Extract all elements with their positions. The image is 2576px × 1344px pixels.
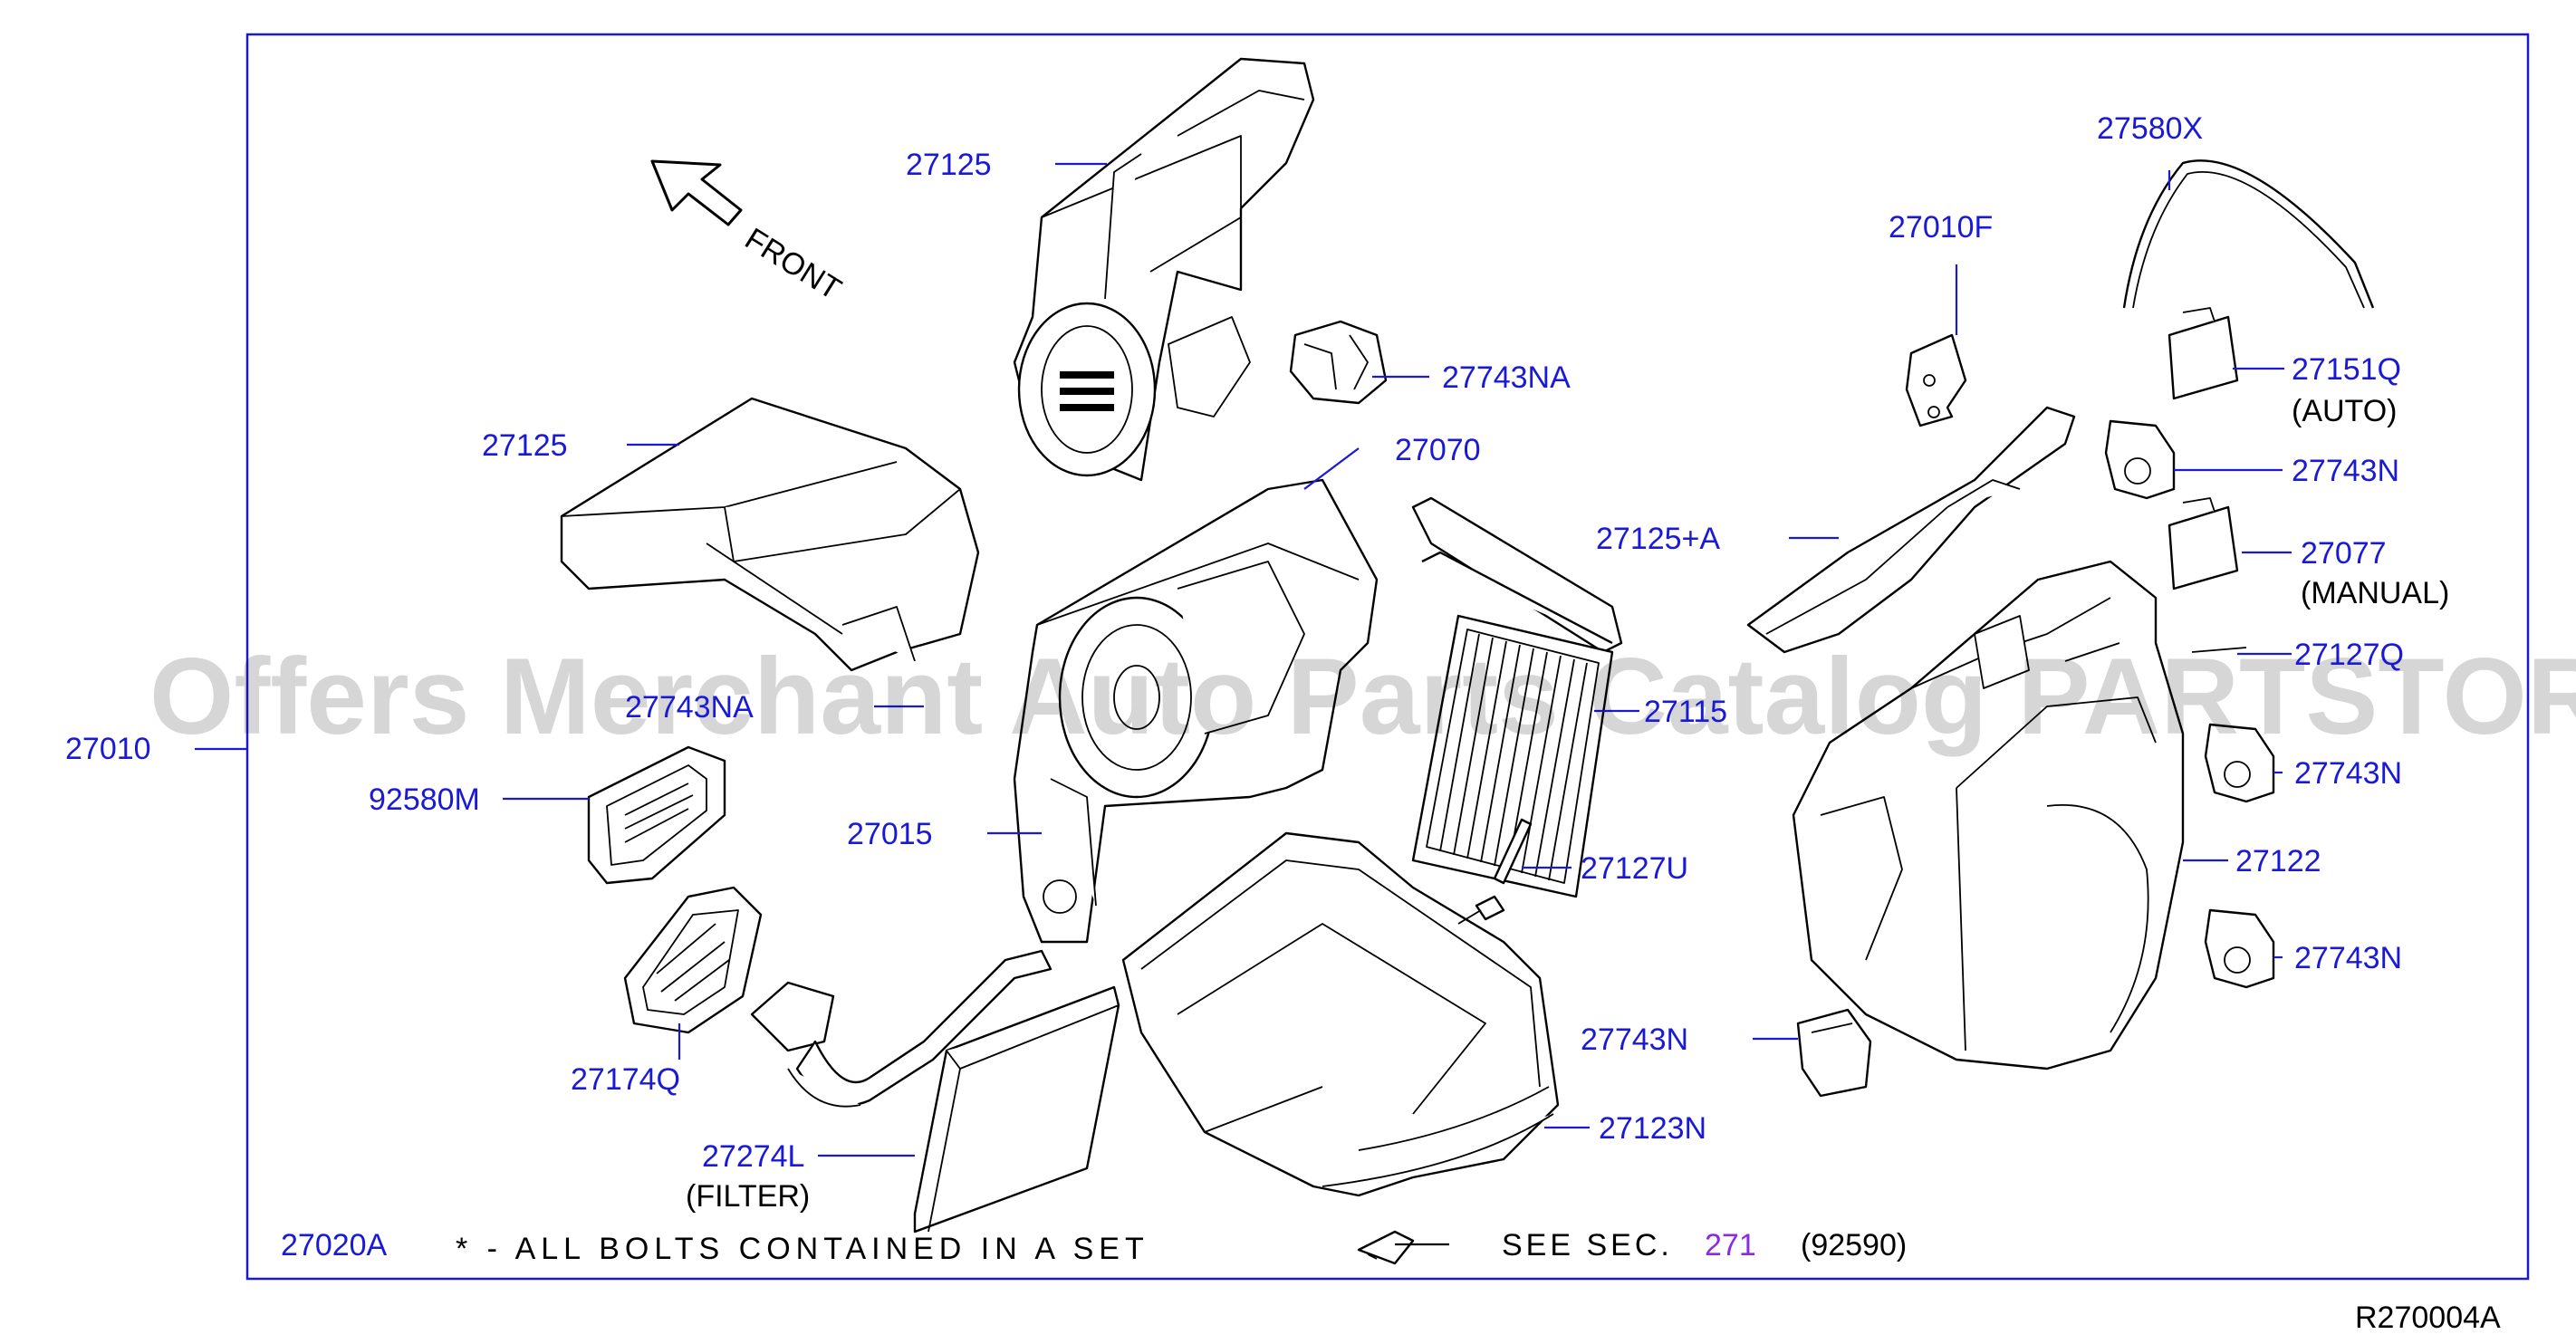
sensor-27077-drawing [2167,497,2239,590]
diagram-frame [245,33,2530,1281]
diagram-code: R270004A [2355,1301,2501,1335]
sensor-27151Q-drawing [2167,307,2239,400]
actuator-27743N-lower-drawing [1796,1008,1872,1098]
front-label: FRONT [739,222,847,307]
part-label-27077[interactable]: 27077 [2301,536,2387,571]
duct-27125-left-drawing [560,397,980,672]
grille-92580M-drawing [587,745,726,885]
part-label-27125-left[interactable]: 27125 [482,428,568,463]
harness-tube-drawing [750,949,1053,1108]
part-label-27010[interactable]: 27010 [65,732,151,766]
part-label-27743N-3[interactable]: 27743N [2294,941,2402,975]
part-label-27122[interactable]: 27122 [2235,844,2321,878]
part-label-27174Q[interactable]: 27174Q [571,1062,680,1097]
bolts-note: * - ALL BOLTS CONTAINED IN A SET [456,1232,1149,1266]
watermark: Offers Merchant Auto Parts Catalog PARTS… [149,636,2576,757]
clip-27127U-drawing [1457,818,1533,925]
part-label-27127Q[interactable]: 27127Q [2294,638,2404,672]
part-label-27743N-1[interactable]: 27743N [2292,454,2399,488]
duct-27125-top-drawing [1013,57,1315,482]
part-label-27125-top[interactable]: 27125 [906,148,992,182]
part-label-27743NA-mid[interactable]: 27743NA [625,690,754,725]
rod-27580X-drawing [2122,159,2375,309]
front-arrow-icon [650,159,743,226]
part-label-27151Q[interactable]: 27151Q [2292,352,2401,387]
part-label-92580M[interactable]: 92580M [369,782,480,817]
part-label-27125A[interactable]: 27125+A [1596,522,1720,556]
bracket-27010F-drawing [1905,333,1967,427]
part-label-27743N-2[interactable]: 27743N [2294,756,2402,791]
leader-lines [195,162,2292,1246]
part-label-27743N-4[interactable]: 27743N [1581,1022,1688,1057]
see-sec-text: SEE SEC. [1502,1228,1673,1262]
part-label-27070[interactable]: 27070 [1395,433,1481,467]
part-note-filter: (FILTER) [686,1179,810,1214]
see-sec-ref: (92590) [1801,1228,1907,1262]
lower-case-27123N-drawing [1121,831,1560,1197]
part-label-27580X[interactable]: 27580X [2097,111,2203,146]
upper-case-27122-drawing [1792,560,2247,1070]
heater-core-27115-drawing [1411,496,1623,898]
duct-27125A-drawing [1746,406,2076,654]
part-label-27010F[interactable]: 27010F [1889,210,1993,245]
filter-27274L-drawing [913,985,1120,1234]
connector-see-sec-drawing [1357,1230,1415,1265]
blower-27070-drawing [1013,478,1379,944]
actuator-27743NA-top-drawing [1289,320,1388,405]
part-note-auto: (AUTO) [2292,394,2397,428]
part-label-27020A[interactable]: 27020A [281,1228,388,1262]
actuator-27743N-right-1-drawing [2104,419,2176,500]
part-label-27743NA-top[interactable]: 27743NA [1442,360,1571,395]
actuator-27743N-right-2-drawing [2204,723,2275,803]
bracket-27174Q-drawing [623,886,763,1034]
part-label-27015[interactable]: 27015 [847,817,933,851]
part-label-27127U[interactable]: 27127U [1581,851,1688,886]
see-sec-link[interactable]: 271 [1705,1228,1756,1262]
part-label-27274L[interactable]: 27274L [702,1139,804,1174]
part-label-27115[interactable]: 27115 [1644,695,1727,729]
part-note-manual: (MANUAL) [2301,576,2449,610]
actuator-27743N-right-3-drawing [2204,908,2275,989]
part-label-27123N[interactable]: 27123N [1599,1111,1706,1146]
